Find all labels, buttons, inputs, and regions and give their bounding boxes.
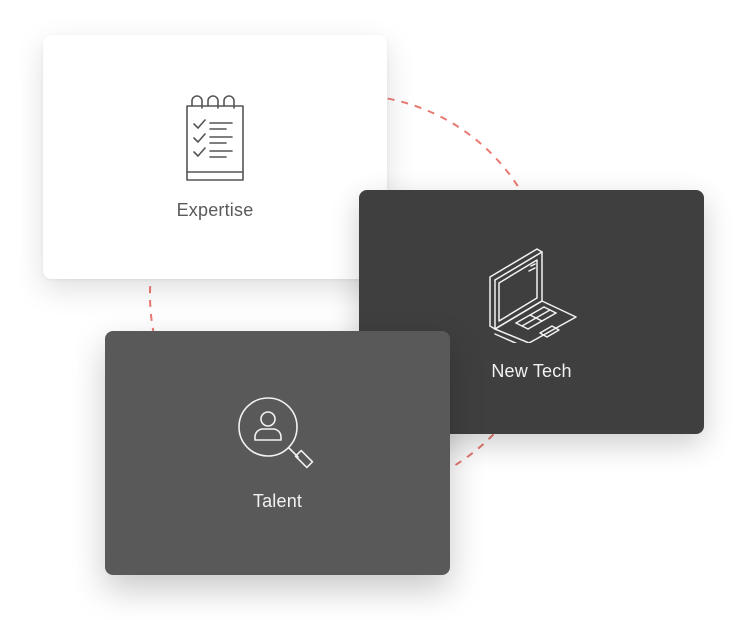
notepad-checklist-icon	[180, 94, 250, 184]
new-tech-label: New Tech	[491, 360, 572, 381]
expertise-card[interactable]: Expertise	[43, 35, 387, 279]
talent-card[interactable]: Talent	[105, 331, 450, 575]
talent-label: Talent	[252, 490, 303, 511]
search-person-icon	[236, 395, 320, 479]
laptop-icon	[482, 243, 582, 343]
expertise-label: Expertise	[176, 199, 254, 220]
